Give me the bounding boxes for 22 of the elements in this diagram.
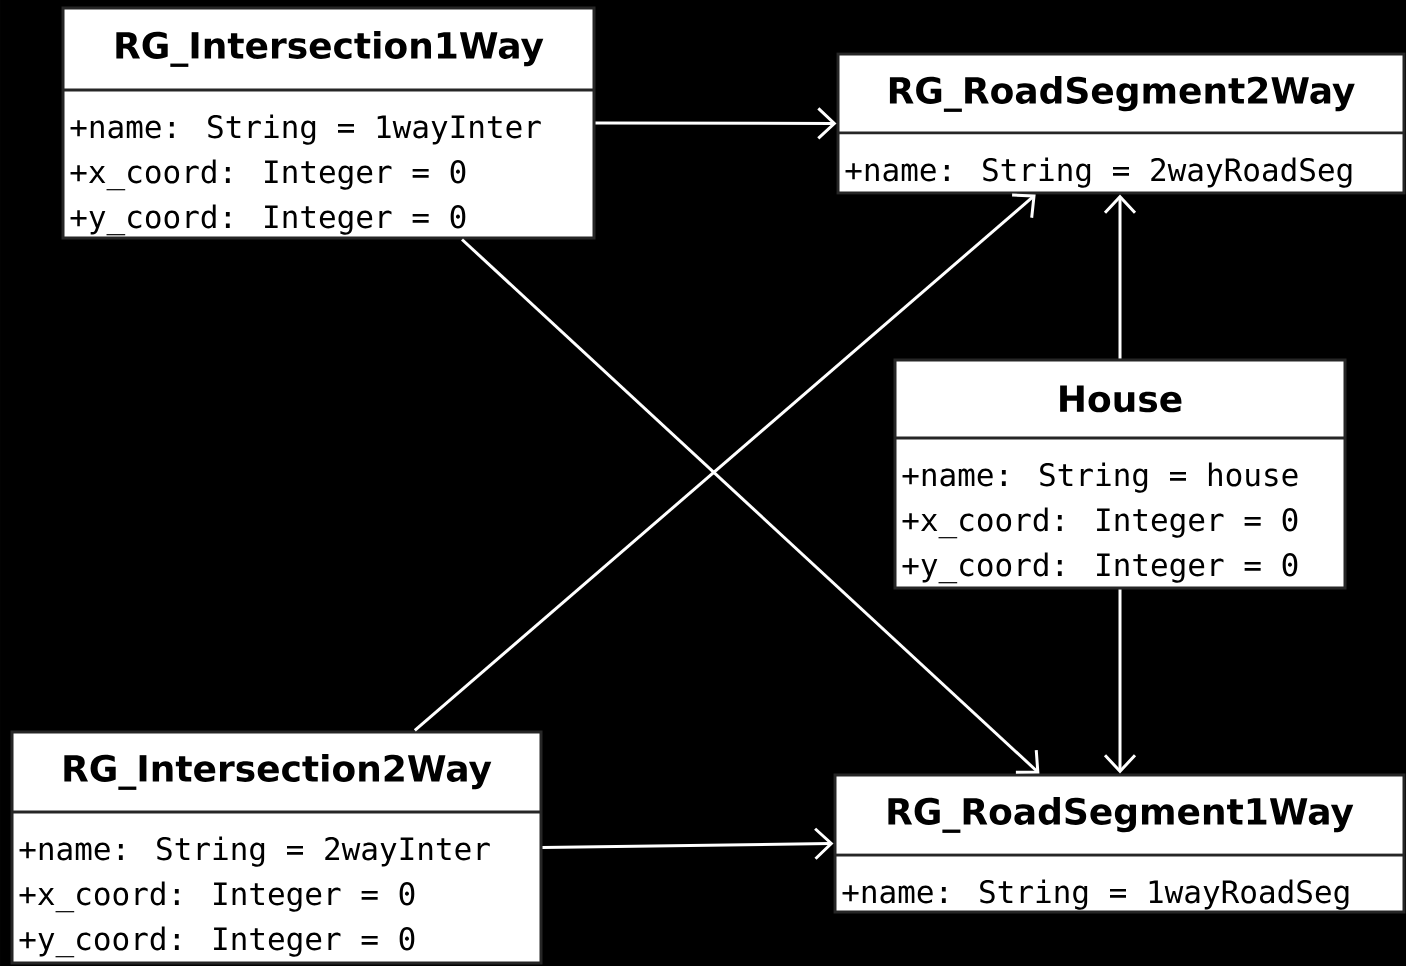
- class-name: RG_Intersection2Way: [64, 754, 492, 790]
- class-name: RG_RoadSegment2Way: [889, 76, 1355, 112]
- attribute: +y_coord: Integer = 0: [19, 926, 415, 958]
- attribute: +x_coord: Integer = 0: [902, 507, 1298, 539]
- attribute: +name: String = 1wayInter: [70, 114, 541, 145]
- attribute: +name: String = 1wayRoadSeg: [842, 879, 1349, 910]
- arrow: [1103, 589, 1137, 774]
- class-name: RG_Intersection1Way: [116, 31, 544, 67]
- attribute: +name: String = house: [902, 462, 1298, 493]
- arrow: [542, 827, 834, 860]
- arrow: [461, 238, 1040, 774]
- attribute: +name: String = 2wayRoadSeg: [845, 157, 1352, 188]
- attribute: +x_coord: Integer = 0: [70, 159, 466, 191]
- class-name: House: [1060, 385, 1182, 413]
- attribute: +y_coord: Integer = 0: [902, 552, 1298, 584]
- arrow: [595, 107, 837, 140]
- arrow: [1103, 194, 1137, 359]
- attribute: +x_coord: Integer = 0: [19, 881, 415, 913]
- attribute: +y_coord: Integer = 0: [70, 204, 466, 236]
- attribute: +name: String = 2wayInter: [19, 836, 490, 867]
- class-name: RG_RoadSegment1Way: [888, 797, 1354, 833]
- arrow: [413, 193, 1036, 732]
